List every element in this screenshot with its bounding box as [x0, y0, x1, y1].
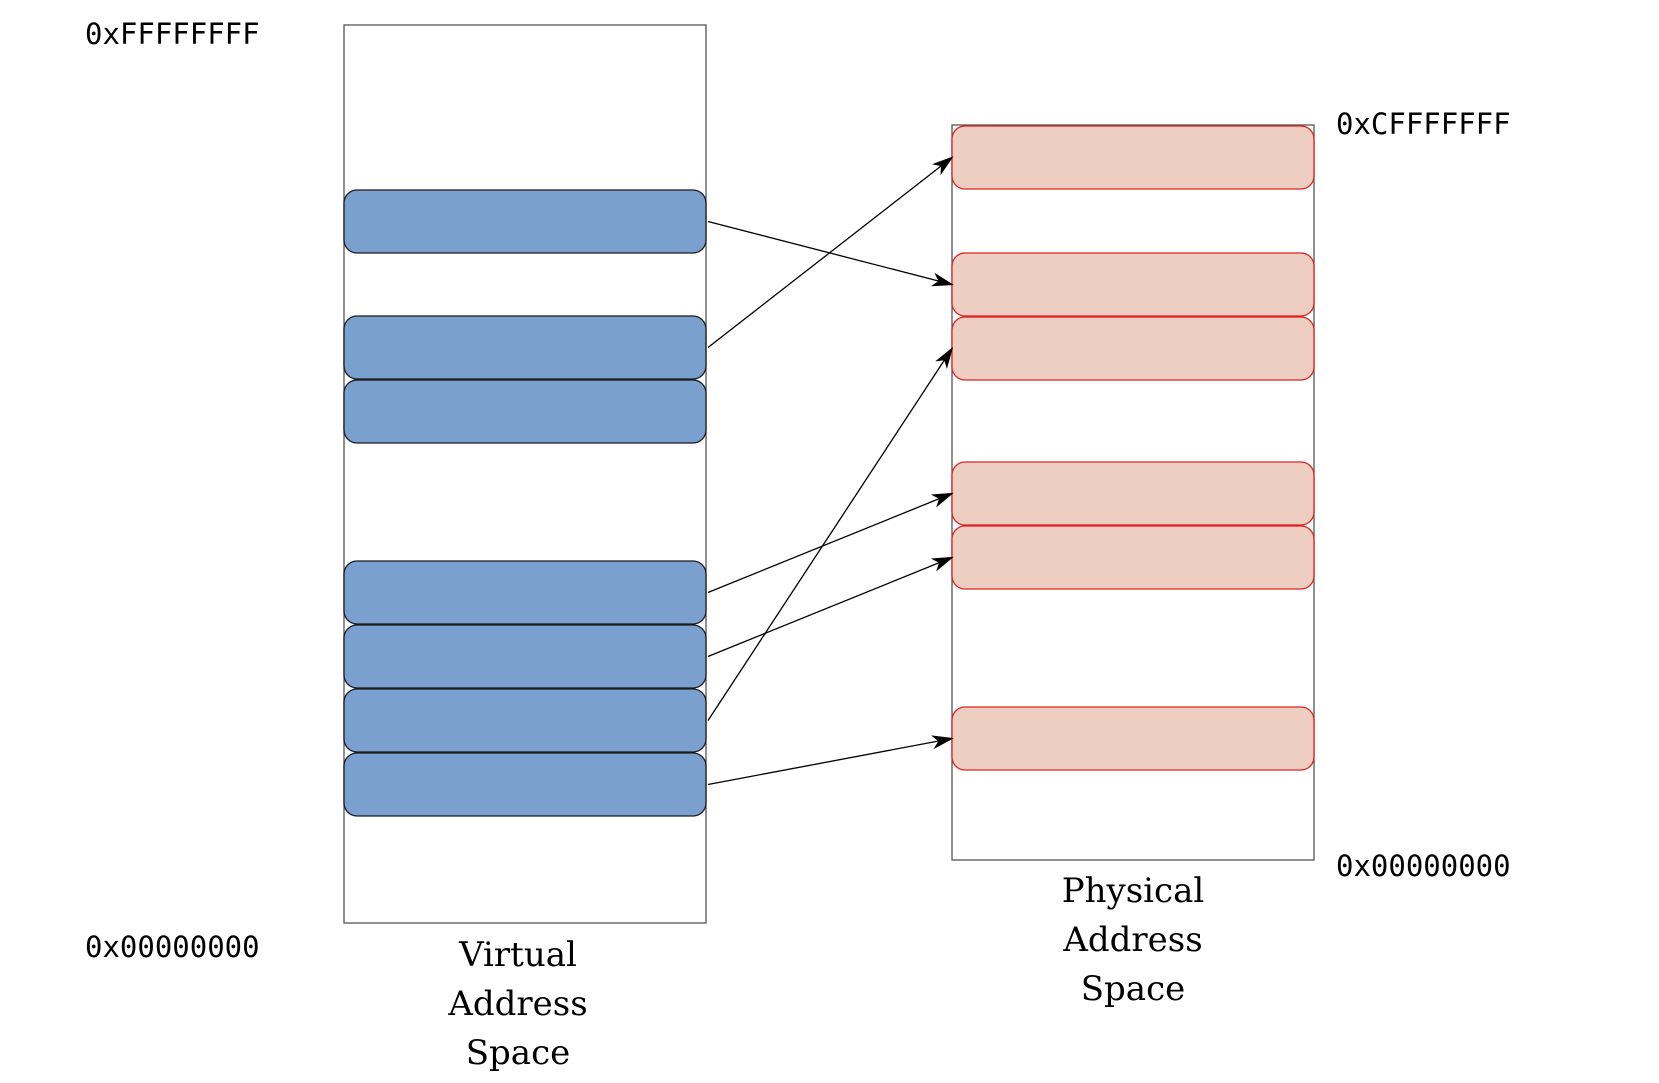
- physical-page-5: [951, 525, 1315, 590]
- virtual-top-address: 0xFFFFFFFF: [85, 17, 260, 51]
- virtual-label-line-1: Virtual: [458, 935, 577, 975]
- virtual-pages: [343, 189, 707, 817]
- virtual-page-1: [343, 189, 707, 254]
- physical-top-address: 0xCFFFFFFF: [1336, 107, 1511, 141]
- mapping-arrows: [707, 156, 954, 786]
- physical-page-2: [951, 252, 1315, 317]
- virtual-page-7: [343, 752, 707, 817]
- virtual-page-6: [343, 688, 707, 753]
- virtual-label-line-2: Address: [447, 984, 587, 1024]
- mapping-arrow-6: [707, 735, 954, 786]
- physical-label-line-3: Space: [1081, 969, 1186, 1009]
- virtual-page-2: [343, 315, 707, 380]
- virtual-label-line-3: Space: [466, 1033, 571, 1073]
- mapping-arrow-5: [707, 346, 954, 721]
- physical-pages: [951, 125, 1315, 771]
- physical-label-line-1: Physical: [1062, 871, 1205, 911]
- physical-page-1: [951, 125, 1315, 190]
- physical-page-4: [951, 461, 1315, 526]
- mapping-arrow-4: [707, 556, 954, 658]
- physical-address-space: 0xCFFFFFFF 0x00000000 Physical Address S…: [951, 107, 1511, 1009]
- physical-page-3: [951, 316, 1315, 381]
- virtual-bottom-address: 0x00000000: [85, 930, 260, 964]
- physical-bottom-address: 0x00000000: [1336, 849, 1511, 883]
- virtual-space-box: [343, 24, 707, 924]
- virtual-address-space: 0xFFFFFFFF 0x00000000 Virtual Address Sp…: [85, 17, 707, 1073]
- mapping-arrow-2: [707, 156, 954, 349]
- virtual-page-5: [343, 624, 707, 689]
- virtual-page-4: [343, 560, 707, 625]
- physical-label-line-2: Address: [1062, 920, 1202, 960]
- physical-page-6: [951, 706, 1315, 771]
- mapping-arrow-3: [707, 492, 954, 594]
- virtual-page-3: [343, 379, 707, 444]
